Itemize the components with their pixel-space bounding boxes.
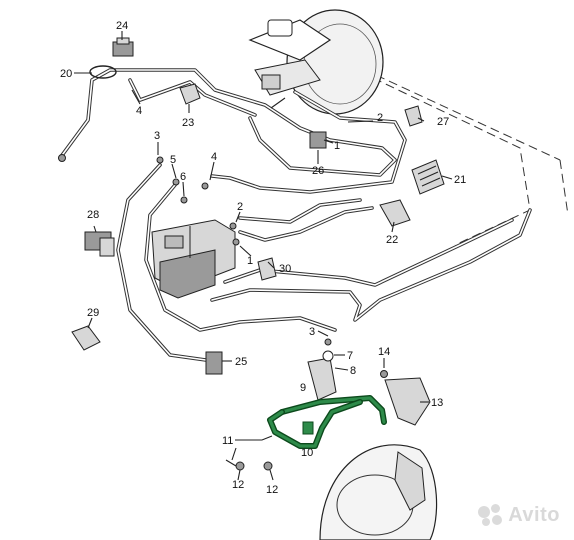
- avito-watermark: Avito: [476, 502, 560, 528]
- callout-28: 28: [87, 209, 99, 221]
- leader-lines: [74, 31, 453, 481]
- part-28-bracket: [84, 231, 115, 257]
- part-24-clip: [112, 37, 134, 57]
- part-23-bracket: [179, 83, 201, 105]
- callout-7: 7: [347, 350, 353, 362]
- callout-26: 26: [312, 165, 324, 177]
- callout-8: 8: [350, 365, 356, 377]
- callout-23: 23: [182, 117, 194, 129]
- part-30-clip: [257, 257, 277, 281]
- callout-6: 6: [180, 171, 186, 183]
- callout-13: 13: [431, 397, 443, 409]
- callout-2-left: 2: [237, 201, 243, 213]
- brake-booster: [248, 9, 384, 115]
- bolts: [58, 154, 388, 471]
- part-27-clip: [404, 105, 423, 127]
- callout-3-top: 3: [154, 130, 160, 142]
- callout-14: 14: [378, 346, 390, 358]
- callout-30: 30: [279, 263, 291, 275]
- callout-27: 27: [437, 116, 449, 128]
- part-22-clip: [379, 199, 411, 227]
- brake-disc: [307, 357, 438, 540]
- brake-hose-highlighted: [267, 395, 387, 449]
- callout-4-top: 4: [136, 105, 142, 117]
- part-21-bracket: [411, 159, 445, 195]
- callout-1-left: 1: [247, 255, 253, 267]
- part-29-bracket: [71, 325, 101, 351]
- avito-watermark-text: Avito: [508, 503, 560, 526]
- callout-1-right: 1: [334, 140, 340, 152]
- callout-9: 9: [300, 382, 306, 394]
- callout-21: 21: [454, 174, 466, 186]
- part-25-clip: [205, 351, 223, 375]
- callout-12-right: 12: [266, 484, 278, 496]
- callout-24: 24: [116, 20, 128, 32]
- part-20-clip: [89, 65, 117, 79]
- abs-unit: [151, 219, 236, 299]
- callout-11: 11: [222, 435, 233, 447]
- part-26-connector: [309, 131, 327, 149]
- callout-20: 20: [60, 68, 72, 80]
- callout-29: 29: [87, 307, 99, 319]
- callout-4-mid: 4: [211, 151, 217, 163]
- callout-10: 10: [301, 447, 313, 459]
- callout-12-left: 12: [232, 479, 244, 491]
- callout-25: 25: [235, 356, 247, 368]
- callout-22: 22: [386, 234, 398, 246]
- callout-numbers: 24 20 4 23 3 5 6 4 2 1 30 2 1 26 27 21 2…: [60, 20, 466, 496]
- avito-logo-icon: [476, 502, 503, 528]
- callout-2-right: 2: [377, 112, 383, 124]
- brake-pipes: [58, 68, 532, 364]
- callout-3-bottom: 3: [309, 326, 315, 338]
- callout-5: 5: [170, 154, 176, 166]
